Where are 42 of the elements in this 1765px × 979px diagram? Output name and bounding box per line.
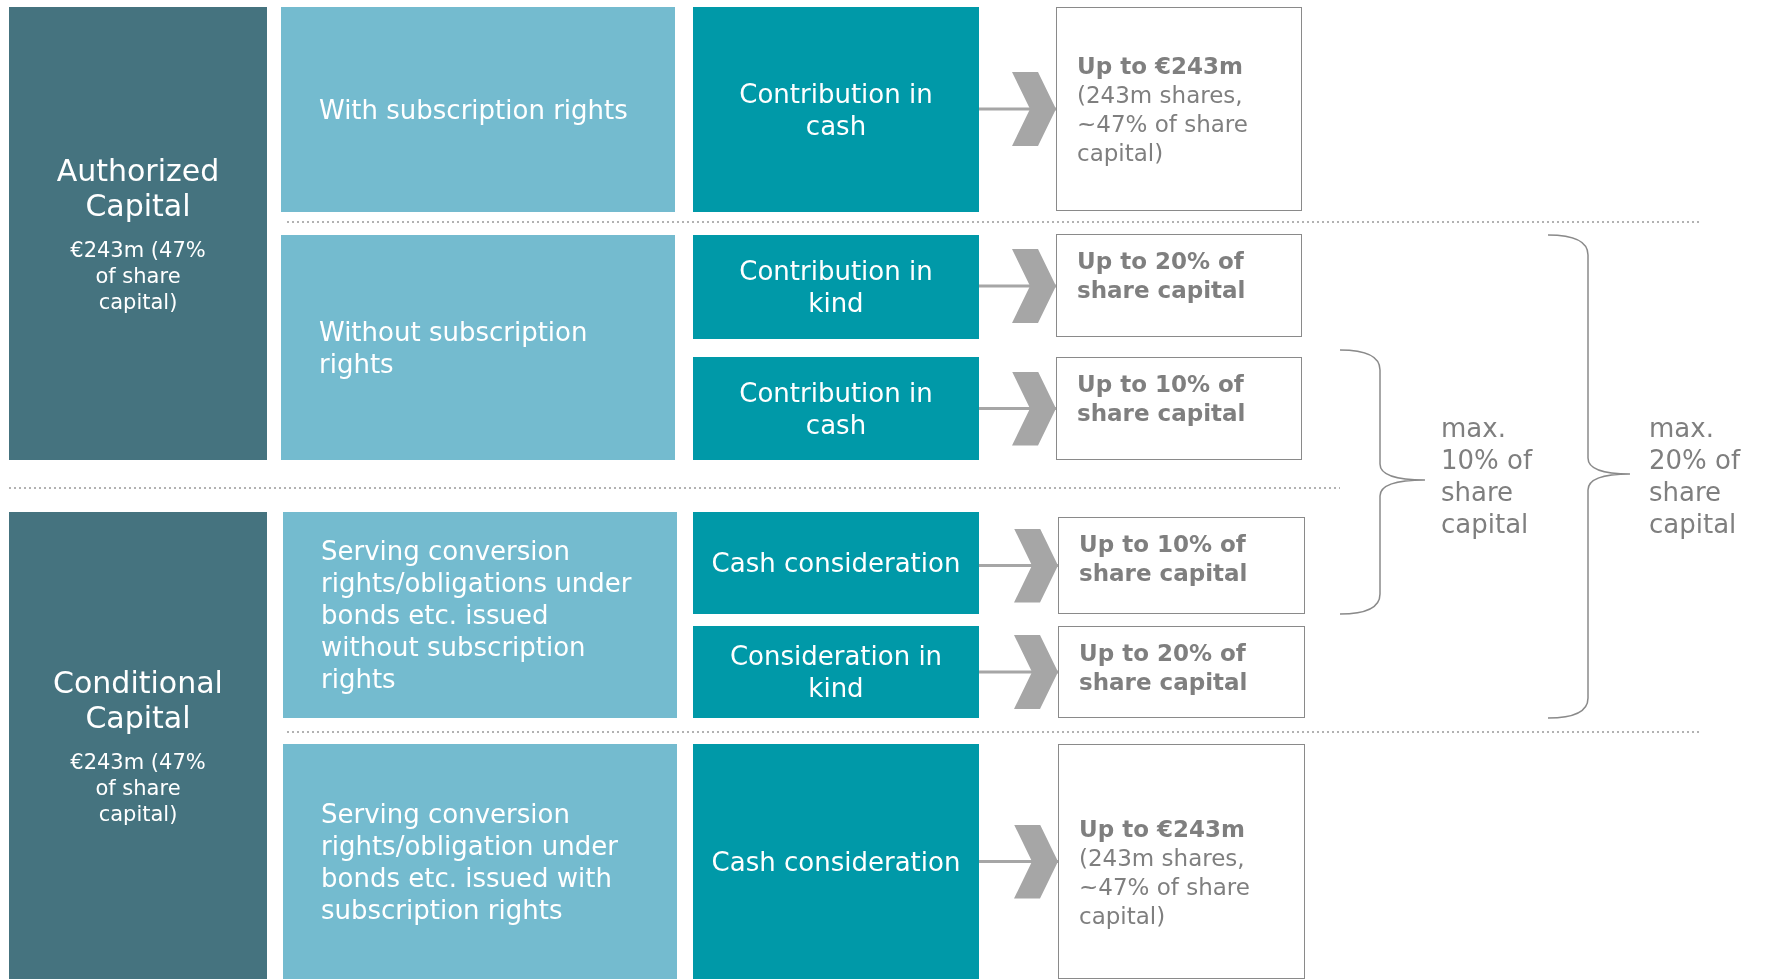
category-heading: Authorized Capital [55,152,221,223]
limit-box [1058,744,1305,979]
contribution-type-box [693,235,979,339]
amount-note: €243m (47% of share capital) [69,236,207,315]
limit-box [1056,7,1302,211]
contribution-type-box [693,512,979,614]
capital-category-box [9,7,267,460]
subscription-type-box [281,7,675,212]
contribution-type-box [693,744,979,979]
contribution-label: Cash consideration [711,547,961,579]
capital-category-box [9,512,267,979]
contribution-label: Cash consideration [711,845,961,878]
limit-heading: Up to €243m [1079,815,1246,844]
limit-heading: Up to 10% of share capital [1079,530,1249,588]
subscription-label: Serving conversion rights/obligations under bonds etc. issued without subscription rights [321,535,633,695]
contribution-label: Contribution in kind [738,255,934,319]
category-heading: Conditional Capital [52,664,224,735]
bracket-note: max. 20% of share capital [1649,412,1742,540]
contribution-label: Contribution in cash [738,376,934,441]
limit-heading: Up to €243m [1077,52,1244,81]
limit-heading: Up to 10% of share capital [1077,370,1247,428]
limit-heading: Up to 20% of share capital [1079,639,1249,697]
limit-note: (243m shares, ~47% of share capital) [1079,844,1251,931]
limit-heading: Up to 20% of share capital [1077,247,1247,305]
subscription-label: With subscription rights [319,93,629,126]
amount-note: €243m (47% of share capital) [69,748,207,827]
contribution-label: Contribution in cash [738,77,934,142]
contribution-type-box [693,7,979,212]
subscription-type-box [283,512,677,718]
bracket-note: max. 10% of share capital [1441,412,1534,540]
subscription-type-box [281,235,675,460]
contribution-label: Consideration in kind [728,640,944,704]
limit-box [1056,357,1302,460]
limit-box [1058,626,1305,718]
contribution-type-box [693,626,979,718]
limit-note: (243m shares, ~47% of share capital) [1077,81,1249,168]
subscription-label: Without subscription rights [319,315,589,380]
limit-box [1058,517,1305,614]
subscription-label: Serving conversion rights/obligation under bonds etc. issued with subscription rights [321,797,619,926]
contribution-type-box [693,357,979,460]
limit-box [1056,234,1302,337]
subscription-type-box [283,744,677,979]
